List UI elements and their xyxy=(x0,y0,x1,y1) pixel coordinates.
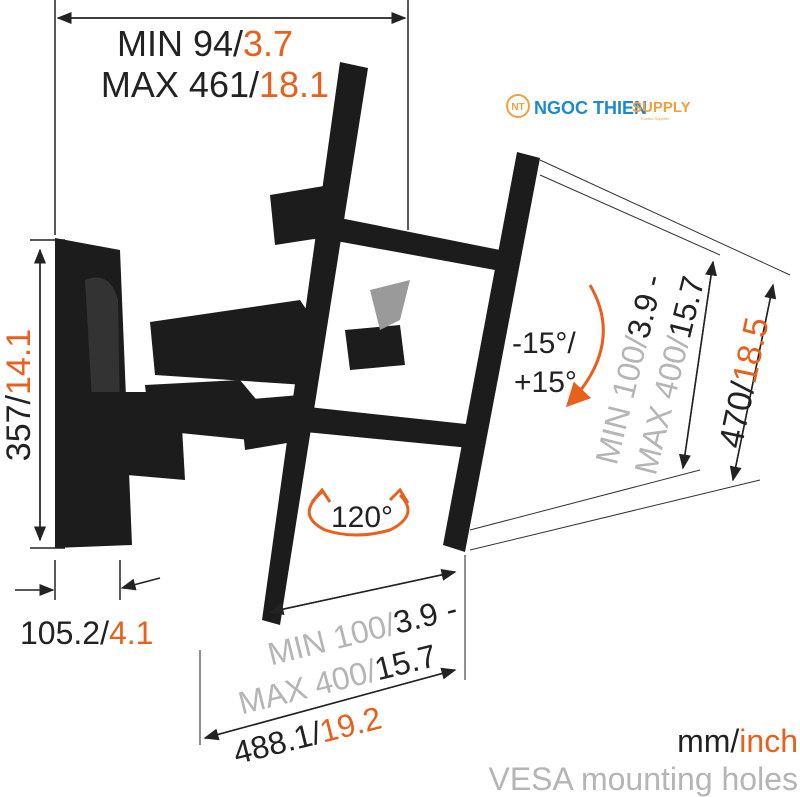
tilt-label-b: +15° xyxy=(514,366,577,399)
svg-text:NT: NT xyxy=(511,102,524,113)
units-legend: mm/inch xyxy=(677,723,798,759)
svg-text:Trusted Supplier: Trusted Supplier xyxy=(640,116,670,121)
tilt-label-a: -15°/ xyxy=(512,327,576,360)
vesa-caption: VESA mounting holes xyxy=(488,761,798,797)
logo: NT NGOC THIEN SUPPLY Trusted Supplier xyxy=(506,94,691,121)
tilt-arrow-icon xyxy=(565,284,605,408)
svg-text:NGOC THIEN: NGOC THIEN xyxy=(534,98,647,118)
height-label: 470/18.5 xyxy=(712,314,777,451)
svg-text:SUPPLY: SUPPLY xyxy=(632,99,691,116)
swivel-arrow-icon xyxy=(307,487,410,537)
plate-height-label: 357/14.1 xyxy=(0,329,38,461)
arm-max-label: MAX 461/18.1 xyxy=(101,64,329,105)
plate-depth-dimension xyxy=(15,560,161,600)
swivel-label: 120° xyxy=(331,501,393,534)
height-arrows xyxy=(679,260,777,482)
wall-mount-bracket xyxy=(55,62,540,625)
vesa-vertical-lines xyxy=(469,159,791,551)
arm-min-label: MIN 94/3.7 xyxy=(117,23,293,64)
width-arrows xyxy=(199,555,466,745)
arm-extension-dimension xyxy=(54,0,409,235)
plate-depth-label: 105.2/4.1 xyxy=(20,615,153,651)
